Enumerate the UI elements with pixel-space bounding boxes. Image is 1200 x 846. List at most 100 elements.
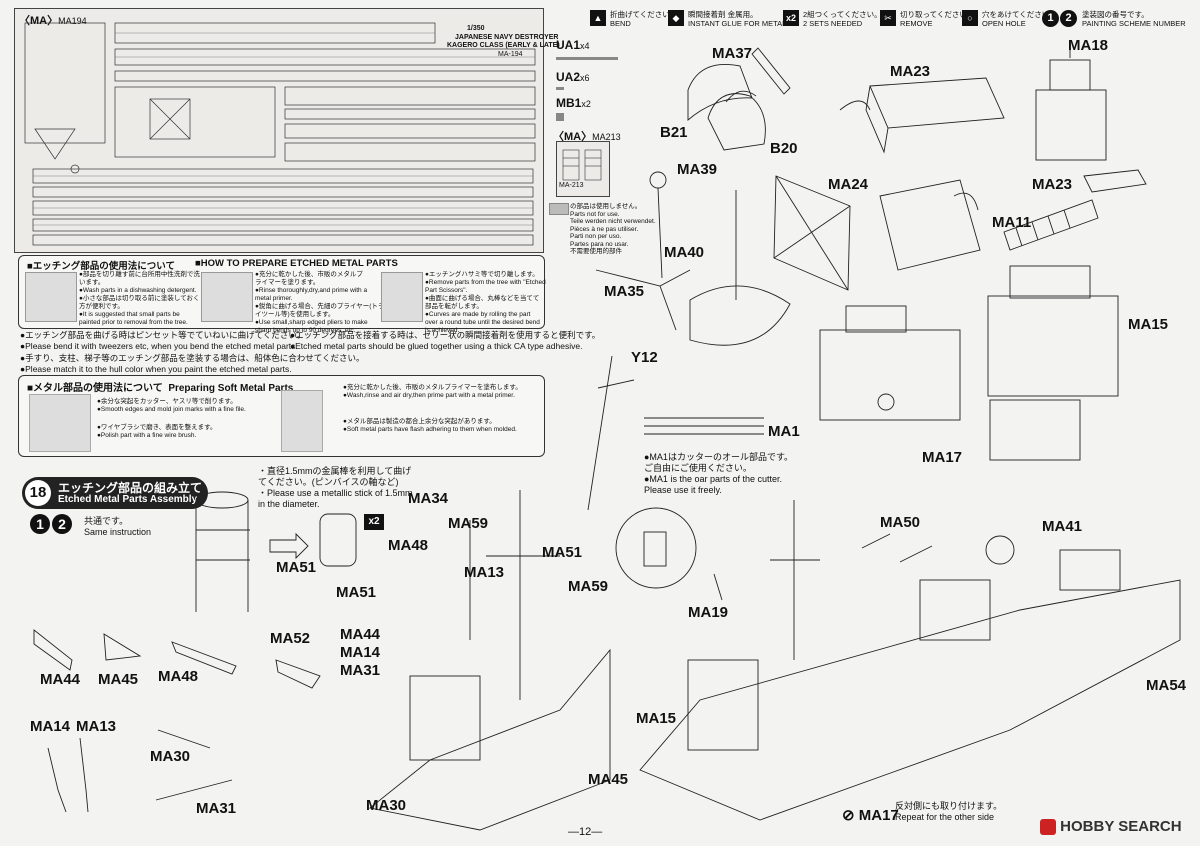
label-ma23-top: MA23 [890,63,931,80]
label-ma15-b: MA15 [636,710,677,727]
not-for-use-swatch [549,203,569,215]
label-ma14-a: MA14 [340,644,381,661]
label-ma45-b: MA45 [588,771,629,788]
hole-icon: ○ [962,10,978,26]
label-ma41: MA41 [1042,518,1083,535]
soft-metal-right: ●充分に乾かした後、市販のメタルプライマーを塗布します。●Wash,rinse … [343,384,522,433]
ma1-note: ●MA1はカッターのオール部品です。 ご自由にご使用ください。●MA1 is t… [644,452,794,495]
part-ua1: UA1x4 [556,38,590,52]
howto-title-en: ■HOW TO PREPARE ETCHED METAL PARTS [195,258,398,269]
sheet-code: MA-194 [498,51,523,58]
label-ma17-top: MA17 [922,449,963,466]
sheet-small-tag: 〈MA〉MA213 [553,131,621,143]
label-ma45-a: MA45 [98,671,139,688]
howto-mid: ●充分に乾かした後、市販のメタルプ ライマーを塗ります。●Rinse thoro… [255,271,385,334]
x2-badge: x2 [364,514,384,530]
label-ma30-a: MA30 [150,748,191,765]
note-paint-en: ●Please match it to the hull color when … [20,364,292,374]
scheme-1: 1 [30,514,50,534]
sheet-title-1: JAPANESE NAVY DESTROYER [455,34,559,41]
legend-bar: ▲ 折曲げてください。BEND ◆ 瞬間接着剤 金属用。INSTANT GLUE… [590,10,1200,34]
label-ma23-small: MA23 [1032,176,1073,193]
label-ma35: MA35 [604,283,645,300]
part-ua1-shape [556,57,618,60]
note-bend-en: ●Please bend it with tweezers etc, when … [20,341,298,351]
label-ma40: MA40 [664,244,705,261]
label-b20: B20 [770,140,798,157]
howto-left: ●部品を切り離す前に台所用中性洗剤で洗 います。●Wash parts in a… [79,271,200,326]
sheet-title-2: KAGERO CLASS (EARLY & LATE) [447,42,560,49]
label-ma31-b: MA31 [196,800,237,817]
other-side-note: 反対側にも取り付けます。Repeat for the other side [895,801,1003,822]
label-ma17-b: ⊘ MA17 [842,807,899,824]
label-ma13-b: MA13 [76,718,117,735]
label-ma44-b: MA44 [40,671,81,688]
bend-icon: ▲ [590,10,606,26]
watermark: HOBBY SEARCH [1040,818,1182,836]
label-ma48-a: MA48 [388,537,429,554]
label-ma51-a: MA51 [542,544,583,561]
howto-right: ●エッチングハサミ等で切り離します。●Remove parts from the… [425,271,546,334]
label-ma31-a: MA31 [340,662,381,679]
small-sheet-code: MA-213 [559,182,584,189]
etched-sheet-drawing [24,22,536,246]
label-ma19: MA19 [688,604,729,621]
label-b21: B21 [660,124,688,141]
label-ma30-b: MA30 [366,797,407,814]
part-mb1: MB1x2 [556,96,591,110]
etching-howto-box: ■エッチング部品の使用法について ■HOW TO PREPARE ETCHED … [18,255,546,334]
note-bend-ja: ●エッチング部品を曲げる時はピンセット等でていねいに曲げてください。 [20,330,306,340]
label-ma44-a: MA44 [340,626,381,643]
sheet-tag: 〈MA〉MA194 [19,15,87,27]
legend-glue: 瞬間接着剤 金属用。INSTANT GLUE FOR METAL [688,10,787,28]
sheet-scale: 1/350 [467,25,485,32]
howto-title-ja: ■エッチング部品の使用法について [27,261,175,272]
soft-metal-box: ■メタル部品の使用法について Preparing Soft Metal Part… [18,375,545,457]
small-sheet-drawing [562,149,602,181]
watermark-logo-icon [1040,819,1056,836]
label-ma24: MA24 [828,176,869,193]
step-number: 18 [25,480,51,506]
legend-paint: 塗装図の番号です。PAINTING SCHEME NUMBER [1082,10,1186,28]
label-y12: Y12 [631,349,658,366]
cut-icon: ✂ [880,10,896,26]
label-ma11: MA11 [992,214,1032,231]
label-ma34: MA34 [408,490,449,507]
label-ma50: MA50 [880,514,921,531]
part-mb1-shape [556,113,564,121]
scheme-2: 2 [52,514,72,534]
step-header: 18 エッチング部品の組み立て Etched Metal Parts Assem… [22,477,208,509]
step-title-ja: エッチング部品の組み立て [58,481,203,495]
soft-metal-img-2 [281,390,323,452]
bend-note: ・直径1.5mmの金属棒を利用して曲げ てください。(ピンバイスの軸など)・Pl… [258,466,413,509]
howto-img-3 [381,272,423,322]
note-glue-ja: ●エッチング部品を接着する時は、ゼリー状の瞬間接着剤を使用すると便利です。 [290,330,601,340]
part-ua2: UA2x6 [556,70,590,84]
howto-img-2 [201,272,253,322]
soft-metal-left: ●余分な突起をカッター、ヤスリ等で削ります。●Smooth edges and … [97,398,246,439]
label-ma59-a: MA59 [448,515,489,532]
label-ma13-a: MA13 [464,564,505,581]
page-number: —12— [568,826,603,838]
label-ma39: MA39 [677,161,718,178]
x2-icon: x2 [783,10,799,26]
label-ma14-b: MA14 [30,718,71,735]
label-ma37: MA37 [712,45,753,62]
label-ma15-top: MA15 [1128,316,1169,333]
legend-cut: 切り取ってください。REMOVE [900,10,975,28]
note-glue-en: ●Etched metal parts should be glued toge… [290,341,583,351]
soft-metal-title: ■メタル部品の使用法について Preparing Soft Metal Part… [27,383,294,394]
etched-sheet-ma194: 〈MA〉MA194 1/350 JAPANESE NAVY DESTROYER … [14,8,560,253]
same-instruction: 共通です。Same instruction [84,516,152,537]
step-title-en: Etched Metal Parts Assembly [58,494,198,505]
not-for-use-note: の部品は使用しません。 Parts not for use. Teile wer… [570,203,656,255]
label-ma1: MA1 [768,423,800,440]
note-paint-ja: ●手すり、支柱、梯子等のエッチング部品を塗装する場合は、船体色に合わせてください… [20,353,365,363]
label-ma59-b: MA59 [568,578,609,595]
label-ma51-c: MA51 [336,584,377,601]
label-ma52: MA52 [270,630,311,647]
etched-sheet-ma213: MA-213 [556,141,610,197]
label-ma54: MA54 [1146,677,1187,694]
